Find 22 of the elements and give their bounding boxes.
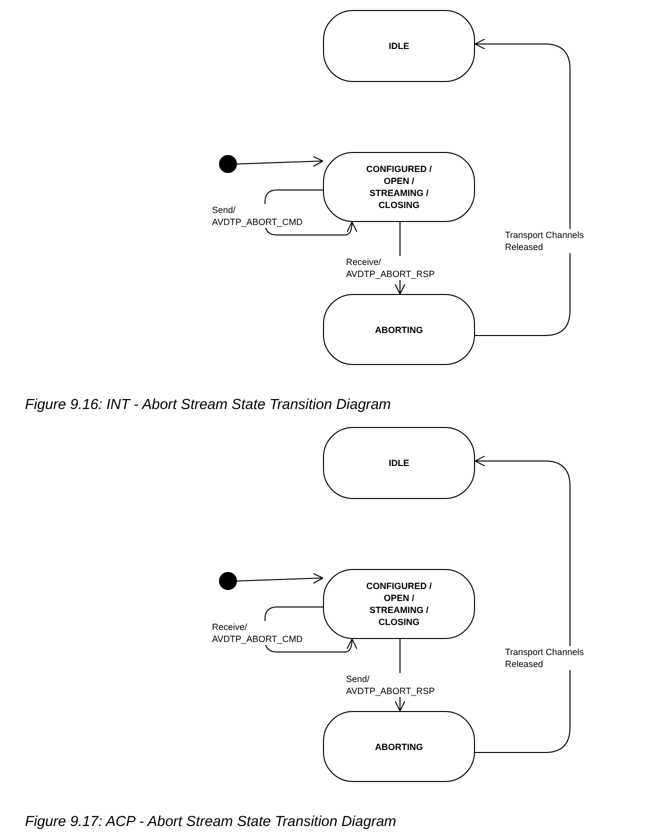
transition-arrow <box>236 156 324 167</box>
transition-arrow <box>474 38 570 336</box>
initial-state-dot <box>219 155 237 173</box>
state-box <box>323 10 475 82</box>
state-box <box>323 427 475 499</box>
figure-caption: Figure 9.17: ACP - Abort Stream State Transition Diagram <box>25 814 396 830</box>
transition-arrow <box>264 606 358 652</box>
figure-caption: Figure 9.16: INT - Abort Stream State Transition Diagram <box>25 397 391 413</box>
state-name: CONFIGURED / OPEN / STREAMING / CLOSING <box>365 580 433 628</box>
transition-arrow <box>264 190 358 236</box>
state-name: IDLE <box>388 457 410 469</box>
state-box <box>323 294 475 365</box>
state-name: ABORTING <box>374 324 424 336</box>
state-box <box>323 711 475 782</box>
state-name: IDLE <box>388 40 410 52</box>
state-name: CONFIGURED / OPEN / STREAMING / CLOSING <box>365 163 433 211</box>
transition-arrow <box>236 572 324 584</box>
state-box <box>323 152 475 222</box>
state-box <box>323 569 475 639</box>
transition-arrow <box>474 456 570 753</box>
initial-state-dot <box>219 572 237 590</box>
state-name: ABORTING <box>374 740 424 752</box>
